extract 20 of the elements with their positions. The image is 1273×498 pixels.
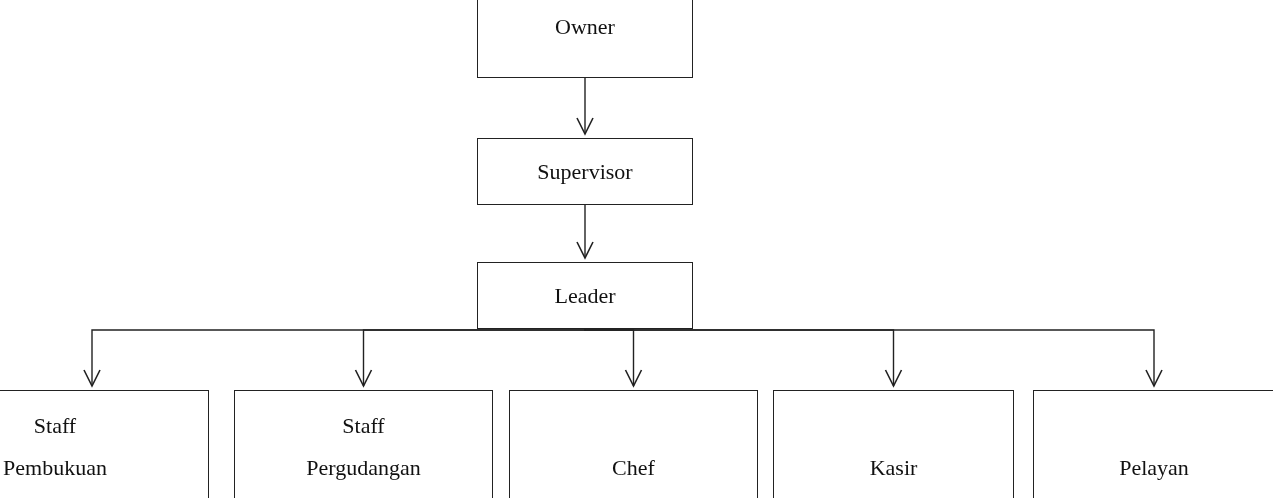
arrow	[576, 77, 594, 135]
role-box	[477, 0, 693, 78]
role-box	[477, 262, 693, 329]
arrow	[354, 328, 586, 387]
role-label: Pelayan	[1118, 454, 1190, 482]
arrow	[584, 328, 1163, 387]
role-label: Chef	[611, 454, 656, 482]
role-box	[234, 390, 493, 498]
role-box	[773, 390, 1014, 498]
role-box	[0, 390, 209, 498]
role-box	[509, 390, 758, 498]
arrow	[576, 204, 594, 259]
role-label: Owner	[554, 13, 616, 41]
role-label: Supervisor	[536, 158, 634, 186]
role-label: Leader	[553, 282, 617, 310]
role-label: Kasir	[868, 454, 919, 482]
role-label: Staff Pembukuan	[2, 412, 108, 482]
role-box	[1033, 390, 1273, 498]
role-label: Staff Pergudangan	[305, 412, 422, 482]
role-box	[477, 138, 693, 205]
